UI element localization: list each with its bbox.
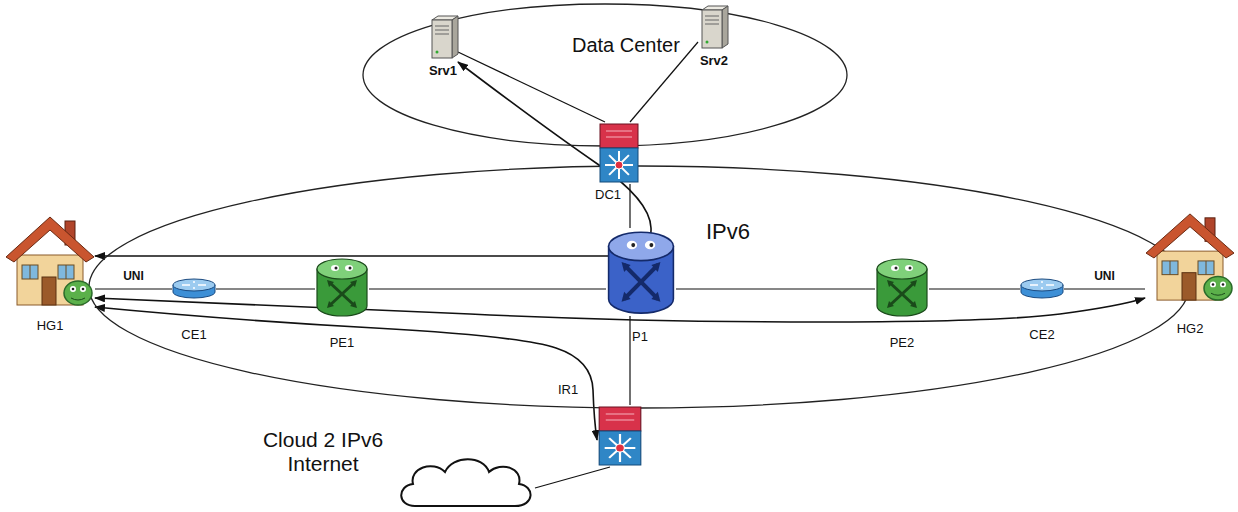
region-title: Data Center xyxy=(572,34,680,57)
network-link xyxy=(95,288,172,289)
network-link xyxy=(629,316,630,405)
home-gateway-icon: HG1 xyxy=(5,213,95,310)
device-label: Srv1 xyxy=(429,64,457,79)
network-link xyxy=(676,288,875,289)
home-gateway-icon-shape xyxy=(1145,210,1235,305)
pe-router-icon-shape xyxy=(315,256,369,318)
network-link xyxy=(535,467,610,488)
device-label: PE2 xyxy=(890,336,915,351)
traffic-flow-arrow xyxy=(95,307,597,440)
switch-icon-shape xyxy=(597,405,643,467)
router-icon: CE2 xyxy=(1020,278,1064,300)
interface-label: UNI xyxy=(121,269,146,283)
core-router-icon: P1 xyxy=(606,228,676,316)
router-icon-shape xyxy=(172,278,216,300)
switch-icon: IR1 xyxy=(597,405,643,467)
server-icon: Srv2 xyxy=(698,4,728,50)
router-icon-shape xyxy=(1020,278,1064,300)
switch-icon: DC1 xyxy=(598,122,640,184)
device-label: HG2 xyxy=(1177,322,1204,337)
region-title: IPv6 xyxy=(706,219,750,244)
server-icon-shape xyxy=(428,14,458,60)
server-icon: Srv1 xyxy=(428,14,458,60)
traffic-flow-arrow xyxy=(95,62,651,256)
device-label: CE2 xyxy=(1029,328,1054,343)
interface-label: UNI xyxy=(1092,269,1117,283)
device-label: PE1 xyxy=(330,336,355,351)
router-icon: CE1 xyxy=(172,278,216,300)
internet-cloud: Cloud 2 IPv6 Internet xyxy=(395,452,535,510)
network-link xyxy=(458,52,605,122)
device-label: P1 xyxy=(632,330,648,345)
device-label: HG1 xyxy=(37,319,64,334)
pe-router-icon-shape xyxy=(875,256,929,318)
network-link xyxy=(1064,288,1145,289)
internet-cloud-shape xyxy=(395,452,535,510)
network-link xyxy=(216,288,315,289)
switch-icon-shape xyxy=(598,122,640,184)
device-label: Srv2 xyxy=(700,54,728,69)
network-link xyxy=(369,288,606,289)
home-gateway-icon-shape xyxy=(5,213,95,310)
cloud-label: Cloud 2 IPv6 Internet xyxy=(255,428,391,476)
device-label: IR1 xyxy=(558,383,578,398)
ipv6-network-region: IPv6CE1PE1P1PE2CE2 xyxy=(88,165,1190,409)
network-link xyxy=(929,288,1020,289)
device-label: DC1 xyxy=(595,188,621,203)
core-router-icon-shape xyxy=(606,228,676,316)
home-gateway-icon: HG2 xyxy=(1145,210,1235,305)
server-icon-shape xyxy=(698,4,728,50)
pe-router-icon: PE1 xyxy=(315,256,369,318)
device-label: CE1 xyxy=(181,328,206,343)
pe-router-icon: PE2 xyxy=(875,256,929,318)
